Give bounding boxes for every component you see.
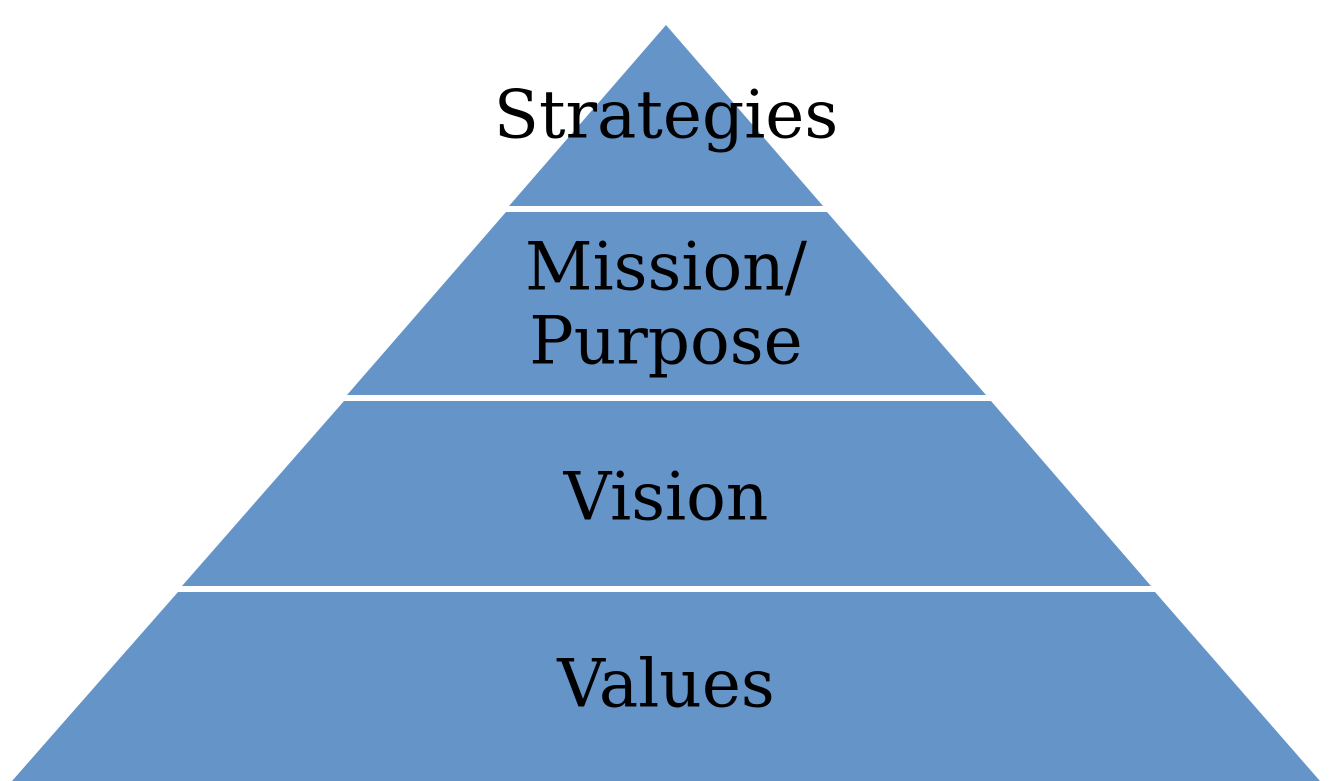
tier-strategies-label: Strategies: [494, 77, 839, 154]
tier-values-label: Values: [556, 646, 775, 723]
tier-values-shape: [12, 592, 1320, 781]
tier-strategies-shape: [509, 25, 823, 206]
tier-vision-label: Vision: [563, 459, 769, 536]
tier-mission-purpose-shape: [347, 212, 986, 395]
tier-vision-shape: [182, 401, 1151, 586]
tier-mission-purpose-label-line1: Mission/: [525, 229, 808, 306]
tier-mission-purpose-label-line2: Purpose: [529, 303, 802, 380]
